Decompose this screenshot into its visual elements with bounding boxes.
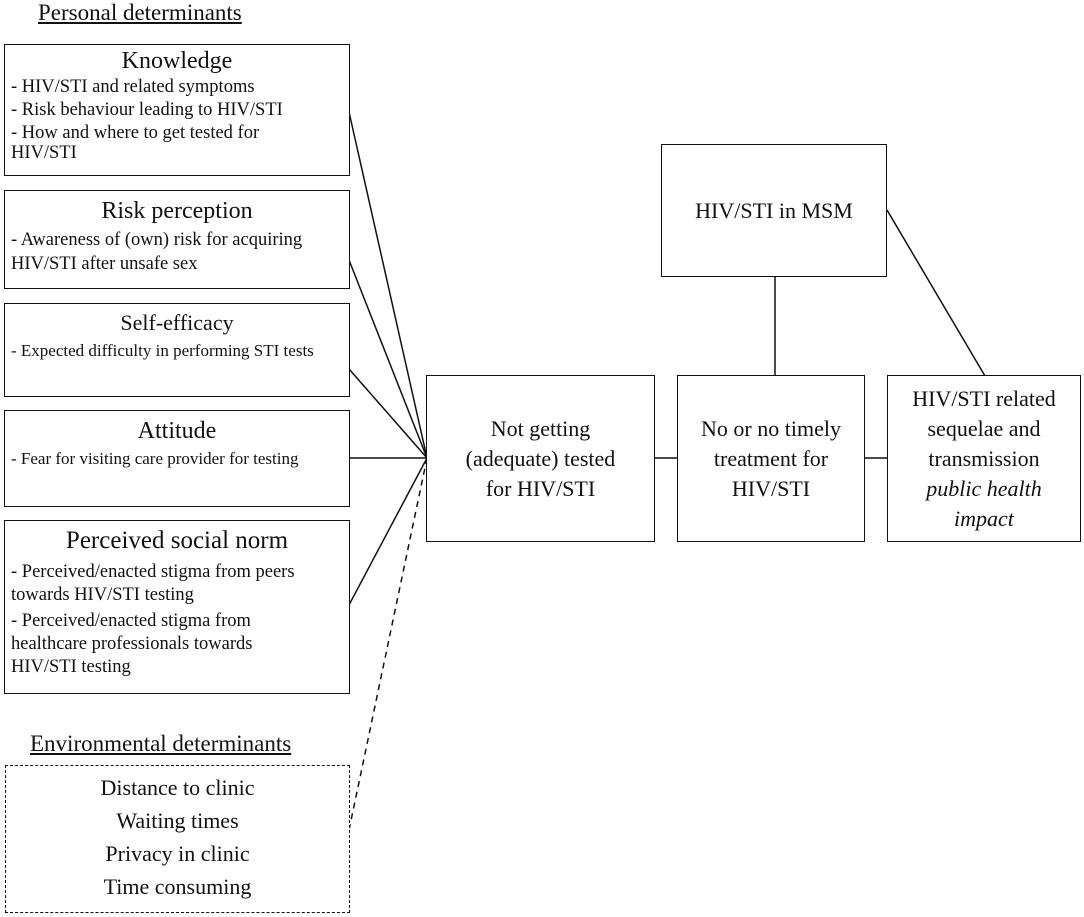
risk-perception-box: Risk perception - Awareness of (own) ris…: [4, 190, 350, 289]
self-efficacy-box: Self-efficacy - Expected difficulty in p…: [4, 303, 350, 397]
social-norm-item: - Perceived/enacted stigma from peers to…: [11, 562, 295, 605]
knowledge-item: - HIV/STI and related symptoms: [11, 77, 255, 97]
line-environmental: [348, 457, 428, 831]
environmental-determinants-heading: Environmental determinants: [30, 731, 292, 756]
line-social-norm: [348, 457, 428, 606]
line-self-efficacy: [348, 368, 428, 459]
no-treatment-text: No or no timely treatment for HIV/STI: [701, 415, 841, 501]
attitude-item: - Fear for visiting care provider for te…: [11, 449, 299, 468]
not-tested-text: Not getting (adequate) tested for HIV/ST…: [465, 415, 616, 501]
environmental-item: Privacy in clinic: [105, 841, 250, 866]
social-norm-item: - Perceived/enacted stigma from healthca…: [11, 611, 253, 677]
risk-perception-title: Risk perception: [101, 198, 253, 224]
sequelae-text: HIV/STI related sequelae and transmissio…: [912, 385, 1056, 471]
self-efficacy-title: Self-efficacy: [120, 310, 234, 335]
self-efficacy-item: - Expected difficulty in performing STI …: [11, 341, 314, 360]
sequelae-box: HIV/STI related sequelae and transmissio…: [887, 375, 1081, 542]
no-treatment-box: No or no timely treatment for HIV/STI: [677, 375, 865, 542]
line-risk-perception: [348, 259, 428, 459]
knowledge-box: Knowledge - HIV/STI and related symptoms…: [4, 44, 350, 176]
attitude-box: Attitude - Fear for visiting care provid…: [4, 410, 350, 507]
sequelae-italic-text: public health impact: [926, 475, 1042, 531]
knowledge-title: Knowledge: [121, 48, 233, 74]
risk-perception-item: - Awareness of (own) risk for acquiring …: [11, 230, 303, 274]
knowledge-item: - How and where to get tested for HIV/ST…: [11, 123, 260, 163]
social-norm-box: Perceived social norm - Perceived/enacte…: [4, 520, 350, 694]
environmental-item: Waiting times: [116, 808, 239, 833]
environmental-item: Distance to clinic: [100, 775, 255, 800]
attitude-title: Attitude: [137, 418, 217, 444]
not-tested-box: Not getting (adequate) tested for HIV/ST…: [426, 375, 655, 542]
environmental-item: Time consuming: [103, 874, 252, 899]
environmental-box: Distance to clinic Waiting times Privacy…: [5, 765, 350, 913]
hiv-msm-text: HIV/STI in MSM: [695, 197, 853, 223]
line-knowledge: [348, 111, 428, 459]
social-norm-title: Perceived social norm: [65, 527, 289, 554]
personal-determinants-heading: Personal determinants: [38, 0, 242, 25]
hiv-msm-box: HIV/STI in MSM: [661, 144, 887, 277]
line-msm-to-sequelae: [886, 209, 986, 377]
knowledge-item: - Risk behaviour leading to HIV/STI: [11, 100, 283, 120]
